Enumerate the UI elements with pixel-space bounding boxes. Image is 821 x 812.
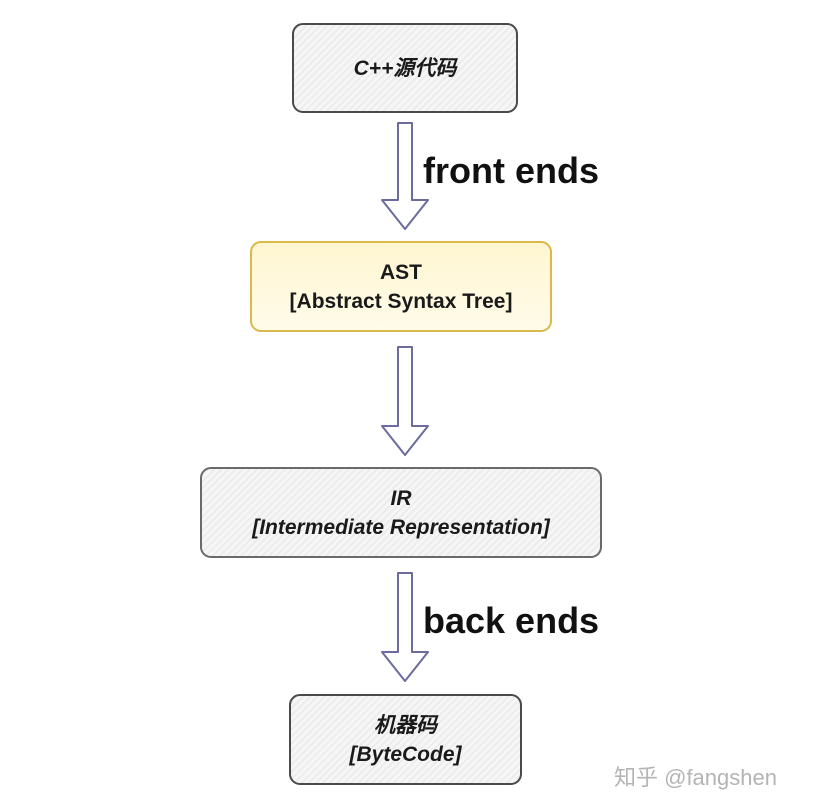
node-ast-subtitle: [Abstract Syntax Tree] [289, 289, 513, 313]
edge-label-front-ends: front ends [423, 150, 599, 191]
node-bytecode-subtitle: [ByteCode] [349, 742, 462, 766]
arrow-back-ends [381, 572, 429, 682]
arrow-ast-to-ir [381, 346, 429, 456]
node-ast-title: AST [380, 260, 422, 284]
node-cpp-source: C++源代码 [292, 23, 518, 113]
node-ir-subtitle: [Intermediate Representation] [252, 515, 550, 539]
edge-label-back-ends: back ends [423, 600, 600, 641]
watermark: 知乎 @fangshen [614, 765, 777, 790]
node-ir: IR [Intermediate Representation] [200, 467, 602, 558]
node-ast: AST [Abstract Syntax Tree] [250, 241, 552, 332]
arrow-front-ends [381, 122, 429, 230]
node-ir-title: IR [390, 486, 412, 510]
node-bytecode: 机器码 [ByteCode] [289, 694, 522, 785]
node-cpp-source-label: C++源代码 [353, 56, 457, 80]
node-bytecode-title: 机器码 [374, 713, 437, 737]
